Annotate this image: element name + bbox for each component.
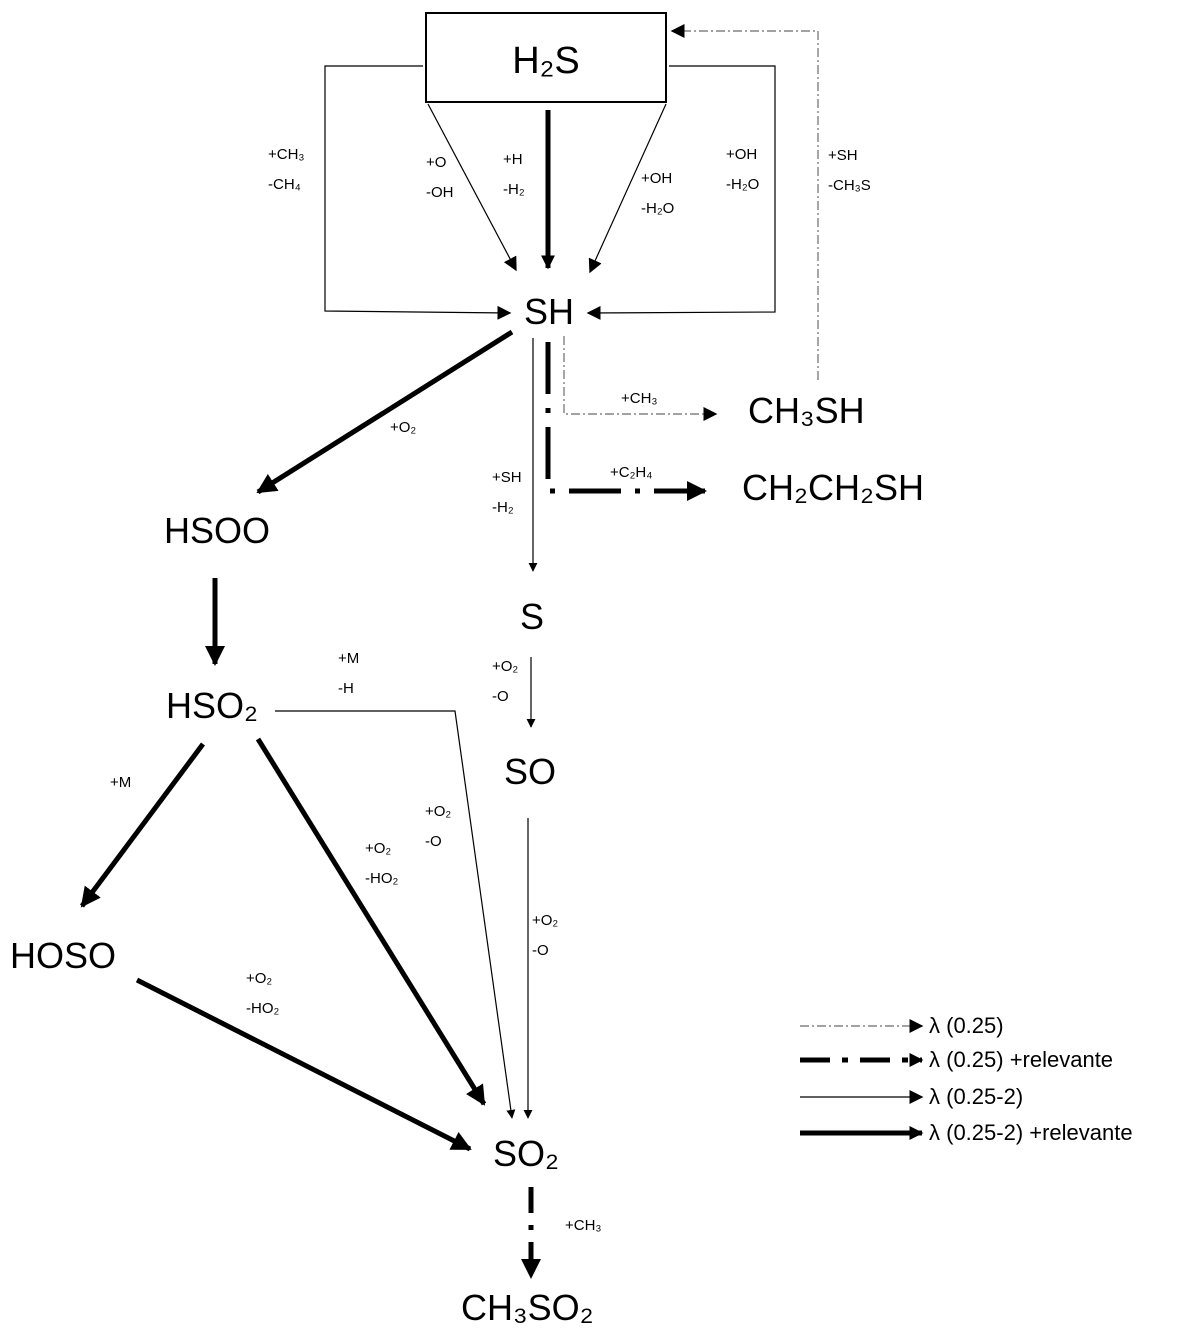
reaction-label-s-o2: +O₂-O xyxy=(492,658,519,705)
reaction-label-h2s-h: +H-H₂ xyxy=(503,151,525,198)
arrow-h2s-sh-oh-outer xyxy=(586,65,776,320)
arrow-hoso-so2 xyxy=(135,977,472,1152)
ch3so2-node: CH₃SO₂ xyxy=(461,1287,594,1328)
reaction-label-sh-sh: +SH-H₂ xyxy=(492,469,522,516)
hsoo-node: HSOO xyxy=(164,510,271,551)
s-node: S xyxy=(520,596,545,637)
h2s-node: H₂S xyxy=(425,12,667,103)
arrow-h2s-sh-oh-inner xyxy=(588,103,667,274)
reaction-label-sh-ch3: +CH₃ xyxy=(621,390,658,407)
hoso-node: HOSO xyxy=(10,935,117,976)
reaction-label-sh-c2h4: +C₂H₄ xyxy=(610,464,653,481)
reaction-label-hso2-o2-o: +O₂-O xyxy=(425,803,452,850)
legend-label-solid-thick: λ (0.25-2) +relevante xyxy=(929,1120,1133,1145)
reaction-label-hso2-m: +M xyxy=(110,774,132,791)
arrow-sh-ch3sh xyxy=(563,336,718,421)
reaction-label-h2s-o: +O-OH xyxy=(426,154,454,201)
so2-node: SO₂ xyxy=(493,1133,559,1174)
arrow-sh-ch2ch2sh xyxy=(545,342,707,501)
reaction-label-hso2-m-h: +M-H xyxy=(338,650,360,697)
legend-label-dashdot-thick: λ (0.25) +relevante xyxy=(929,1047,1114,1072)
arrow-hso2-hoso xyxy=(79,742,206,908)
reaction-label-h2s-oh-inner: +OH-H₂O xyxy=(641,170,675,217)
ch3sh-node: CH₃SH xyxy=(748,390,865,431)
reaction-label-sh-o2: +O₂ xyxy=(390,419,417,436)
reaction-label-hso2-o2-ho2: +O₂-HO₂ xyxy=(365,840,399,887)
reaction-label-h2s-oh-outer: +OH-H₂O xyxy=(726,146,760,193)
arrow-ch3sh-h2s xyxy=(670,24,819,380)
legend-label-solid-thin: λ (0.25-2) xyxy=(929,1084,1024,1109)
reaction-label-so2-ch3: +CH₃ xyxy=(565,1217,602,1234)
arrow-hso2-so2 xyxy=(255,737,487,1106)
ch2ch2sh-node: CH₂CH₂SH xyxy=(742,467,924,508)
so-node: SO xyxy=(504,751,557,792)
reaction-label-h2s-ch3: +CH₃-CH₄ xyxy=(268,146,305,193)
reaction-label-hoso-o2: +O₂-HO₂ xyxy=(246,970,280,1017)
arrow-hso2-so2-m xyxy=(275,710,516,1119)
sh-node: SH xyxy=(524,291,575,332)
arrow-h2s-sh-o xyxy=(427,103,517,272)
reaction-label-so-o2: +O₂-O xyxy=(532,912,559,959)
legend-label-dashdot-thin: λ (0.25) xyxy=(929,1013,1004,1038)
arrow-sh-hsoo xyxy=(256,329,514,495)
reaction-label-ch3sh-sh: +SH-CH₃S xyxy=(828,147,871,194)
hso2-node: HSO₂ xyxy=(166,685,258,726)
arrow-h2s-sh-ch3 xyxy=(324,65,512,320)
h2s-label: H₂S xyxy=(512,40,580,82)
